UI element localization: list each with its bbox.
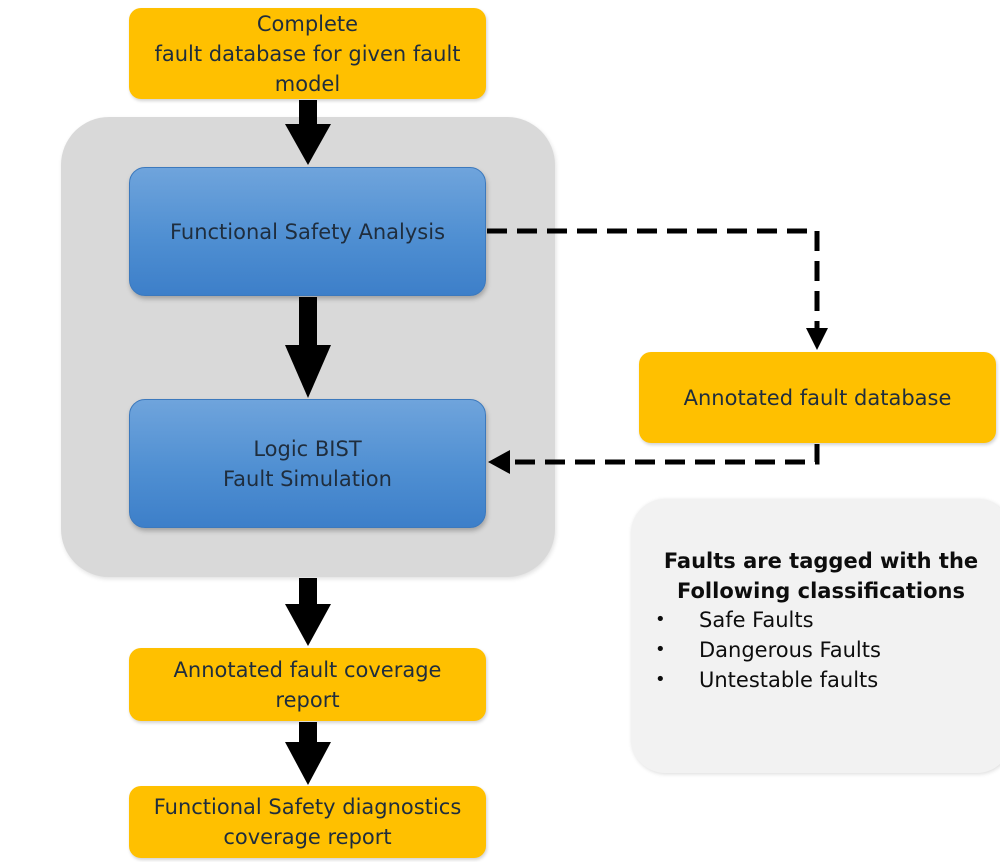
dashed-arrow-annotated-db-to-lbist bbox=[488, 444, 820, 474]
arrow-group-to-coverage-report bbox=[285, 578, 331, 646]
legend-item-label: Safe Faults bbox=[699, 608, 814, 632]
logic-bist-fault-simulation-node: Logic BIST Fault Simulation bbox=[129, 399, 486, 528]
bullet-icon: • bbox=[655, 639, 666, 660]
bullet-icon: • bbox=[655, 609, 666, 630]
legend-item-label: Dangerous Faults bbox=[699, 638, 881, 662]
arrow-fsa-to-lbist bbox=[285, 297, 331, 398]
arrow-fault-db-to-fsa bbox=[285, 100, 331, 165]
legend-item-label: Untestable faults bbox=[699, 668, 879, 692]
bullet-icon: • bbox=[655, 669, 666, 690]
fault-database-node: Complete fault database for given fault … bbox=[129, 8, 486, 99]
diagnostics-coverage-report-node: Functional Safety diagnostics coverage r… bbox=[129, 786, 486, 858]
annotated-fault-database-node: Annotated fault database bbox=[639, 352, 996, 443]
classification-legend: Faults are tagged with the Following cla… bbox=[631, 499, 1000, 773]
arrow-coverage-to-diagnostics-report bbox=[285, 722, 331, 785]
annotated-fault-coverage-report-node: Annotated fault coverage report bbox=[129, 648, 486, 721]
dashed-arrow-fsa-to-annotated-db bbox=[487, 228, 828, 350]
legend-title: Faults are tagged with the Following cla… bbox=[663, 549, 979, 603]
functional-safety-analysis-node: Functional Safety Analysis bbox=[129, 167, 486, 296]
